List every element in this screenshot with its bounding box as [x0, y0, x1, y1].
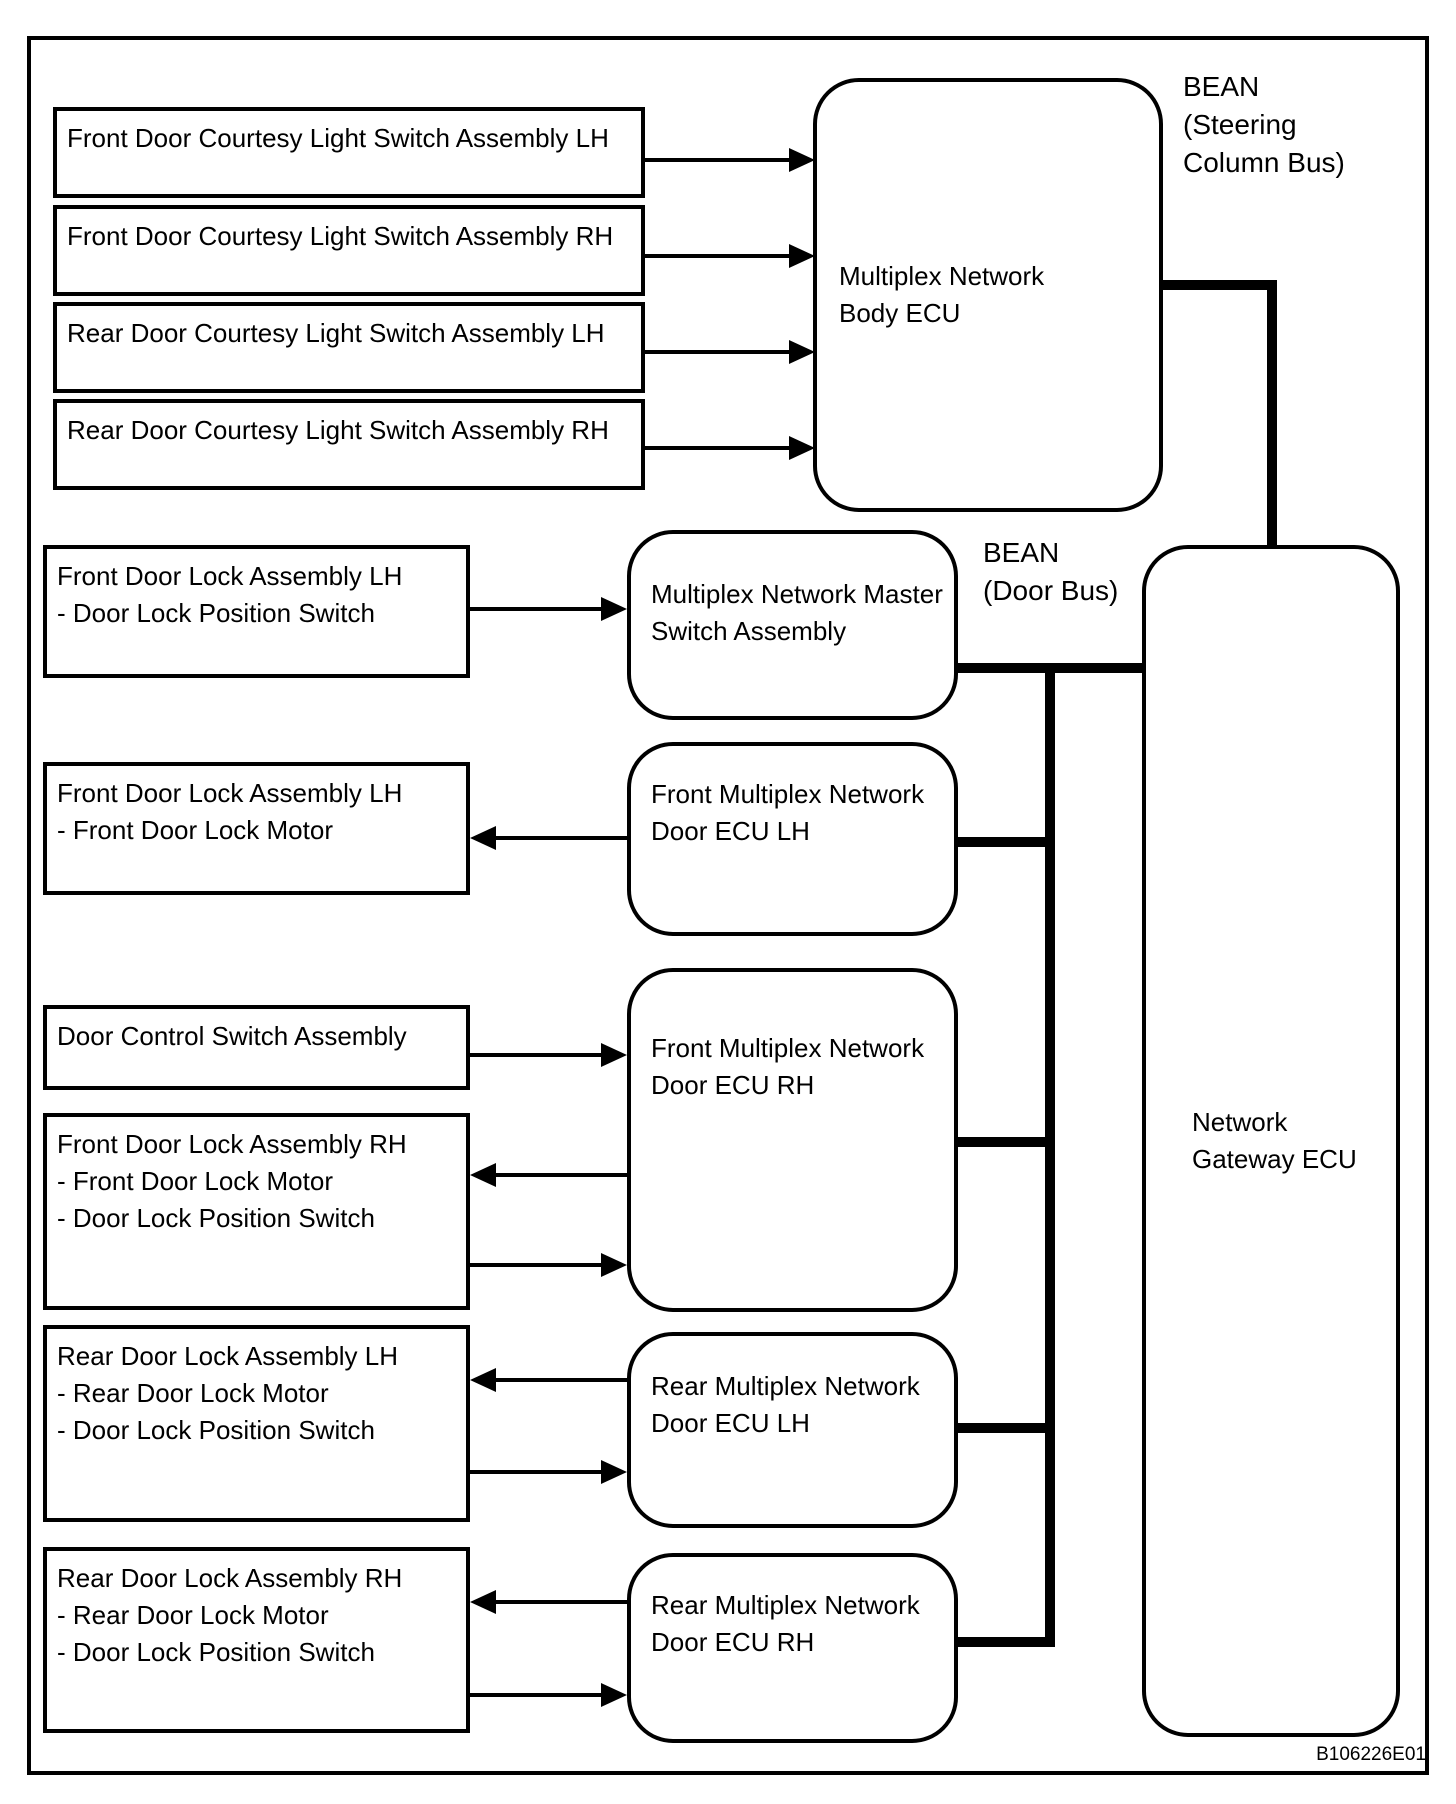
label-line: (Steering	[1183, 109, 1297, 140]
box-label: Body ECU	[839, 298, 961, 328]
box-label: - Door Lock Position Switch	[57, 1415, 375, 1445]
steering-column-bus-vertical-line	[1267, 280, 1277, 545]
box-label: - Door Lock Position Switch	[57, 1203, 375, 1233]
box-label: Front Multiplex Network	[651, 779, 925, 809]
rear-door-lock-assembly-lh-box: Rear Door Lock Assembly LH - Rear Door L…	[43, 1325, 470, 1522]
rear-multiplex-network-door-ecu-rh-box: Rear Multiplex Network Door ECU RH	[627, 1553, 958, 1743]
box-label: - Door Lock Position Switch	[57, 1637, 375, 1667]
arrow-head-icon	[601, 1683, 627, 1707]
box-label: Door ECU LH	[651, 1408, 810, 1438]
arrow-head-icon	[789, 148, 815, 172]
box-label: Rear Multiplex Network	[651, 1371, 920, 1401]
rear-multiplex-network-door-ecu-lh-box: Rear Multiplex Network Door ECU LH	[627, 1332, 958, 1528]
box-label: Front Door Courtesy Light Switch Assembl…	[67, 221, 614, 251]
door-bus-branch-front-ecu-rh	[958, 1137, 1045, 1147]
arrow-head-icon	[789, 340, 815, 364]
label-line: BEAN	[1183, 71, 1260, 102]
box-label: Front Door Lock Assembly LH	[57, 778, 403, 808]
box-label: - Rear Door Lock Motor	[57, 1378, 329, 1408]
front-multiplex-network-door-ecu-rh-box: Front Multiplex Network Door ECU RH	[627, 968, 958, 1312]
figure-code: B106226E01	[1316, 1744, 1426, 1765]
steering-column-bus-horizontal-line	[1163, 280, 1277, 290]
box-label: Front Door Courtesy Light Switch Assembl…	[67, 123, 609, 153]
box-label: - Door Lock Position Switch	[57, 598, 375, 628]
box-label: - Front Door Lock Motor	[57, 815, 333, 845]
arrow-line-rear-ecu-lh-to-rear-lock-lh	[496, 1378, 627, 1382]
box-label: Rear Door Courtesy Light Switch Assembly…	[67, 415, 609, 445]
box-label: Network	[1192, 1107, 1288, 1137]
arrow-line-front-ecu-lh-to-front-lock-motor-lh	[496, 836, 627, 840]
front-door-courtesy-light-switch-rh-box: Front Door Courtesy Light Switch Assembl…	[53, 205, 645, 296]
arrow-head-icon	[789, 436, 815, 460]
multiplex-network-body-ecu-box: Multiplex Network Body ECU	[813, 78, 1163, 512]
arrow-line-front-lock-rh-to-front-ecu-rh	[470, 1263, 601, 1267]
box-label: Gateway ECU	[1192, 1144, 1357, 1174]
arrow-head-icon	[470, 826, 496, 850]
front-door-lock-assembly-lh-position-switch-box: Front Door Lock Assembly LH - Door Lock …	[43, 545, 470, 678]
box-label: Multiplex Network	[839, 261, 1045, 291]
network-gateway-ecu-box: Network Gateway ECU	[1142, 545, 1400, 1737]
arrow-line-courtesy-front-lh-to-body-ecu	[645, 158, 789, 162]
arrow-head-icon	[601, 1253, 627, 1277]
arrow-line-courtesy-rear-lh-to-body-ecu	[645, 350, 789, 354]
arrow-line-rear-lock-rh-to-rear-ecu-rh	[470, 1693, 601, 1697]
box-label: Switch Assembly	[651, 616, 847, 646]
door-bus-branch-rear-ecu-lh	[958, 1423, 1045, 1433]
box-label: Rear Multiplex Network	[651, 1590, 920, 1620]
box-label: Rear Door Lock Assembly LH	[57, 1341, 399, 1371]
arrow-head-icon	[470, 1590, 496, 1614]
arrow-line-front-ecu-rh-to-front-lock-rh	[496, 1173, 627, 1177]
box-label: Front Door Lock Assembly LH	[57, 561, 403, 591]
arrow-line-door-control-to-front-ecu-rh	[470, 1053, 601, 1057]
door-bus-vertical-line	[1045, 663, 1055, 1647]
arrow-head-icon	[601, 597, 627, 621]
box-label: Front Multiplex Network	[651, 1033, 925, 1063]
rear-door-lock-assembly-rh-box: Rear Door Lock Assembly RH - Rear Door L…	[43, 1547, 470, 1733]
front-door-lock-assembly-rh-box: Front Door Lock Assembly RH - Front Door…	[43, 1113, 470, 1310]
arrow-line-rear-lock-lh-to-rear-ecu-lh	[470, 1470, 601, 1474]
box-label: - Front Door Lock Motor	[57, 1166, 333, 1196]
front-door-courtesy-light-switch-lh-box: Front Door Courtesy Light Switch Assembl…	[53, 107, 645, 198]
box-label: Rear Door Lock Assembly RH	[57, 1563, 403, 1593]
box-label: Door ECU RH	[651, 1070, 815, 1100]
box-label: Multiplex Network Master	[651, 579, 943, 609]
rear-door-courtesy-light-switch-rh-box: Rear Door Courtesy Light Switch Assembly…	[53, 399, 645, 490]
arrow-head-icon	[601, 1460, 627, 1484]
label-line: BEAN	[983, 537, 1060, 568]
label-line: (Door Bus)	[983, 575, 1119, 606]
door-bus-branch-front-ecu-lh	[958, 837, 1045, 847]
arrow-head-icon	[470, 1368, 496, 1392]
box-label: Front Door Lock Assembly RH	[57, 1129, 407, 1159]
arrow-line-front-lock-lh-to-master-switch	[470, 607, 601, 611]
box-label: Door Control Switch Assembly	[57, 1021, 407, 1051]
arrow-head-icon	[470, 1163, 496, 1187]
front-door-lock-assembly-lh-motor-box: Front Door Lock Assembly LH - Front Door…	[43, 762, 470, 895]
bean-steering-column-bus-label: BEAN (Steering Column Bus)	[1183, 68, 1345, 182]
box-label: Rear Door Courtesy Light Switch Assembly…	[67, 318, 605, 348]
front-multiplex-network-door-ecu-lh-box: Front Multiplex Network Door ECU LH	[627, 742, 958, 936]
arrow-head-icon	[789, 244, 815, 268]
arrow-line-courtesy-front-rh-to-body-ecu	[645, 254, 789, 258]
diagram-outer-frame	[27, 36, 1429, 1775]
box-label: Door ECU RH	[651, 1627, 815, 1657]
arrow-line-rear-ecu-rh-to-rear-lock-rh	[496, 1600, 627, 1604]
box-label: - Rear Door Lock Motor	[57, 1600, 329, 1630]
bean-door-bus-label: BEAN (Door Bus)	[983, 534, 1118, 610]
arrow-head-icon	[601, 1043, 627, 1067]
label-line: Column Bus)	[1183, 147, 1345, 178]
door-bus-branch-rear-ecu-rh	[958, 1637, 1045, 1647]
door-control-switch-assembly-box: Door Control Switch Assembly	[43, 1005, 470, 1090]
multiplex-network-master-switch-assembly-box: Multiplex Network Master Switch Assembly	[627, 530, 958, 720]
box-label: Door ECU LH	[651, 816, 810, 846]
rear-door-courtesy-light-switch-lh-box: Rear Door Courtesy Light Switch Assembly…	[53, 302, 645, 393]
arrow-line-courtesy-rear-rh-to-body-ecu	[645, 446, 789, 450]
